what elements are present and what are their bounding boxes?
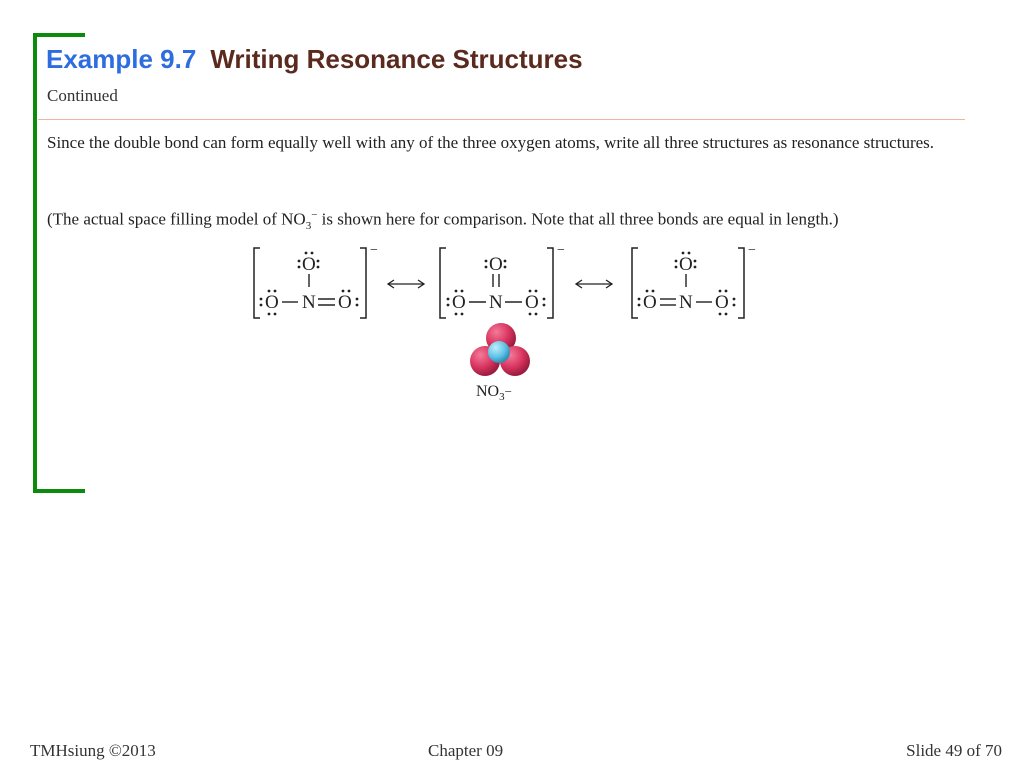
slide-title: Example 9.7 Writing Resonance Structures <box>46 44 583 75</box>
title-text: Writing Resonance Structures <box>210 44 583 74</box>
paragraph-resonance-explanation: Since the double bond can form equally w… <box>47 133 935 152</box>
space-filling-model-label: NO3− <box>476 383 512 403</box>
nitrate-resonance-figure: − O O N O <box>250 240 760 405</box>
oxygen-atom-label: O <box>679 254 693 275</box>
oxygen-atom-label: O <box>643 292 657 313</box>
nitrogen-atom-label: N <box>679 292 693 313</box>
resonance-arrow-2 <box>574 279 614 289</box>
nitrate-space-filling-model: NO3− <box>470 323 530 403</box>
oxygen-atom-label: O <box>302 254 316 275</box>
oxygen-atom-label: O <box>452 292 466 313</box>
footer-slide-number: Slide 49 of 70 <box>906 741 1002 760</box>
nitrogen-atom-label: N <box>302 292 316 313</box>
green-frame-bracket <box>33 33 85 493</box>
oxygen-atom-label: O <box>715 292 729 313</box>
resonance-arrow-1 <box>386 279 426 289</box>
oxygen-atom-label: O <box>525 292 539 313</box>
resonance-structure-3: − O O N O <box>631 243 756 319</box>
title-divider <box>38 119 965 120</box>
slide-subtitle: Continued <box>47 86 118 105</box>
resonance-structure-1: − O O N O <box>253 243 378 319</box>
nitrogen-atom-label: N <box>489 292 503 313</box>
oxygen-atom-label: O <box>338 292 352 313</box>
ion-charge-label: − <box>370 243 378 258</box>
footer-author: TMHsiung ©2013 <box>30 741 156 760</box>
ion-charge-label: − <box>748 243 756 258</box>
ion-charge-label: − <box>557 243 565 258</box>
title-prefix: Example 9.7 <box>46 44 197 74</box>
resonance-structure-2: − O O N O <box>439 243 565 319</box>
oxygen-atom-label: O <box>265 292 279 313</box>
oxygen-atom-label: O <box>489 254 503 275</box>
paragraph-space-filling-note: (The actual space filling model of NO3− … <box>47 209 839 233</box>
footer-chapter: Chapter 09 <box>428 741 504 760</box>
